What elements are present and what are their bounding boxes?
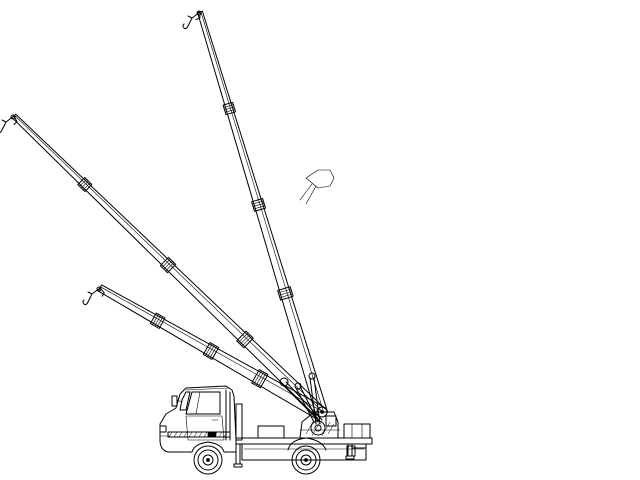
collar-hatch [207,344,215,358]
crane-turret [299,406,341,439]
outrigger-jacks [233,443,355,468]
boom-section-collar [149,312,166,329]
collar-hatch [79,179,87,187]
collar-hatch [279,293,293,299]
boom-inner-rail [200,11,325,414]
collar-hatch [255,371,264,386]
collar-hatch [240,334,250,345]
boom-section-collar [222,101,236,116]
collar-hatch [238,332,249,343]
truck [159,385,373,475]
collar-hatch [81,180,89,189]
booms [0,10,329,421]
rear-wheel [287,437,327,475]
collar-hatch [209,345,217,359]
hook-block [0,114,18,134]
boom-section-collar [251,369,269,389]
collar-hatch [278,291,293,296]
mirror [171,395,178,407]
collar-hatch [152,313,159,326]
collar-hatch [252,203,265,207]
boom-section-collar [251,198,266,212]
boom-section-collar [159,256,177,274]
collar-hatch [154,315,161,327]
luffing-cylinders [279,372,323,425]
boom-section-collar [77,177,93,192]
collar-hatch [205,343,213,357]
tool-box [257,425,285,439]
hazard-stripe [167,431,231,438]
upper-boom-linkage [299,169,335,205]
collar-hatch [82,182,91,191]
collar-hatch [163,260,173,270]
collar-hatch [253,205,266,210]
boom-section-collar [277,286,294,301]
hook-block [82,286,105,306]
collar-hatch [278,288,292,294]
collar-hatch [253,370,262,385]
boom-rail [201,10,329,413]
truck-cab [159,385,243,453]
boom-section-collar [202,342,220,360]
side-window [185,391,221,415]
collar-hatch [165,262,175,272]
boom-low [82,284,326,421]
windshield [179,391,191,411]
front-wheel [193,445,223,475]
collar-hatch [252,200,264,205]
collar-hatch [161,258,171,268]
boom-mid [0,113,327,419]
boom-rail [197,12,317,417]
collar-hatch [241,336,252,347]
collar-hatch [225,109,235,113]
collar-hatch [223,104,234,108]
collar-hatch [257,372,267,387]
boom-section-collar [236,330,254,349]
collar-hatch [156,316,164,328]
boom-high [182,10,329,417]
collar-hatch [224,106,235,111]
hook-block [182,10,202,30]
